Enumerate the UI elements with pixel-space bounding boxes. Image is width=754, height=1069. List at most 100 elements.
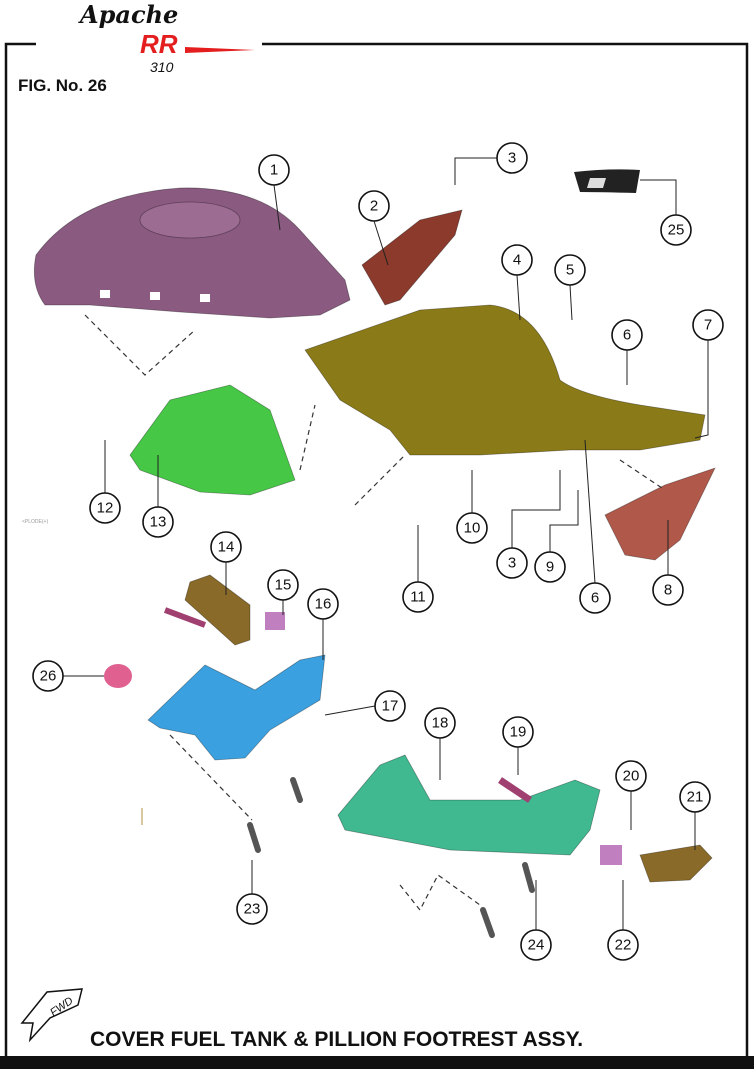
logo-number: 310: [150, 59, 174, 75]
callout-number: 10: [464, 520, 481, 537]
part-footrest-right: [639, 844, 713, 883]
callout-20: 17: [374, 690, 406, 722]
apache-rr-310-logo: Apache RR 310: [78, 0, 255, 75]
callout-number: 1: [270, 162, 278, 179]
frame: [0, 42, 754, 1069]
callout-8: 12: [89, 492, 121, 524]
callout-number: 4: [513, 252, 521, 269]
part-bracket-right: [337, 754, 601, 856]
leader-lines: [63, 157, 709, 930]
part-tank-cover: [33, 187, 351, 319]
callout-circle: [660, 214, 692, 246]
callout-circle: [520, 929, 552, 961]
callout-7: 7: [692, 309, 724, 341]
callout-circle: [142, 506, 174, 538]
part-right-panel: [604, 467, 716, 561]
part-pad-right: [600, 845, 622, 865]
callout-circle: [496, 142, 528, 174]
assembly-caption: COVER FUEL TANK & PILLION FOOTREST ASSY.: [90, 1028, 583, 1051]
callout-circle: [501, 244, 533, 276]
callout-circle: [534, 551, 566, 583]
callout-16: 14: [210, 531, 242, 563]
callout-number: 3: [508, 555, 516, 572]
callout-10: 10: [456, 512, 488, 544]
callout-number: 26: [40, 668, 57, 685]
callout-number: 16: [315, 596, 332, 613]
callout-17: 15: [267, 569, 299, 601]
callout-number: 6: [623, 327, 631, 344]
callout-27: 22: [607, 929, 639, 961]
callout-number: 17: [382, 698, 399, 715]
callout-11: 3: [496, 547, 528, 579]
callout-number: 20: [623, 768, 640, 785]
callout-22: 19: [502, 716, 534, 748]
callout-4: 4: [501, 244, 533, 276]
callout-circle: [307, 588, 339, 620]
callout-5: 5: [554, 254, 586, 286]
callout-circle: [679, 781, 711, 813]
callout-circle: [692, 309, 724, 341]
part-rubber-stopper: [104, 664, 132, 688]
part-green-cover: [129, 384, 296, 496]
callout-circle: [652, 574, 684, 606]
callout-number: 3: [508, 150, 516, 167]
callout-number: 13: [150, 514, 167, 531]
callout-26: 24: [520, 929, 552, 961]
callout-circle: [611, 319, 643, 351]
callout-circle: [236, 893, 268, 925]
callout-14: 8: [652, 574, 684, 606]
logo-model: RR: [140, 29, 178, 59]
callout-21: 18: [424, 707, 456, 739]
callout-number: 15: [275, 577, 292, 594]
callout-number: 9: [546, 559, 554, 576]
callout-number: 5: [566, 262, 574, 279]
callout-number: 19: [510, 724, 527, 741]
callout-number: 7: [704, 317, 712, 334]
callout-15: 11: [402, 581, 434, 613]
assembly-dash-lines: [84, 314, 666, 912]
callout-number: 8: [664, 582, 672, 599]
callout-number: 21: [687, 789, 704, 806]
part-side-cover-left: [361, 209, 463, 306]
callout-number: 23: [244, 901, 261, 918]
logo-brand: Apache: [78, 0, 178, 29]
callout-number: 22: [615, 937, 632, 954]
callout-circle: [374, 690, 406, 722]
bolts: [247, 777, 535, 938]
callout-6: 6: [611, 319, 643, 351]
callout-circle: [554, 254, 586, 286]
callout-circle: [358, 190, 390, 222]
callout-number: 12: [97, 500, 114, 517]
callout-circle: [424, 707, 456, 739]
callout-circle: [402, 581, 434, 613]
figure-label: FIG. No. 26: [18, 76, 107, 95]
callout-number: 6: [591, 590, 599, 607]
part-badge: [574, 169, 640, 193]
callout-number: 25: [668, 222, 685, 239]
callout-circle: [502, 716, 534, 748]
explode-note: <PLODE(+): [22, 519, 48, 525]
callout-number: 14: [218, 539, 235, 556]
part-bracket-pad: [265, 612, 285, 630]
callout-circle: [267, 569, 299, 601]
callout-9: 13: [142, 506, 174, 538]
callout-circle: [32, 660, 64, 692]
callout-24: 21: [679, 781, 711, 813]
callout-circle: [258, 154, 290, 186]
callout-circle: [210, 531, 242, 563]
callout-circle: [615, 760, 647, 792]
callout-number: 2: [370, 198, 378, 215]
part-main-cover: [304, 304, 706, 456]
part-bracket-left: [147, 654, 326, 761]
callout-circle: [496, 547, 528, 579]
part-bolt-19: [498, 777, 532, 803]
part-bolt: [163, 607, 207, 628]
callout-2: 3: [496, 142, 528, 174]
callout-0: 1: [258, 154, 290, 186]
callout-12: 9: [534, 551, 566, 583]
part-footrest-left: [184, 574, 251, 646]
callout-13: 6: [579, 582, 611, 614]
callout-19: 26: [32, 660, 64, 692]
